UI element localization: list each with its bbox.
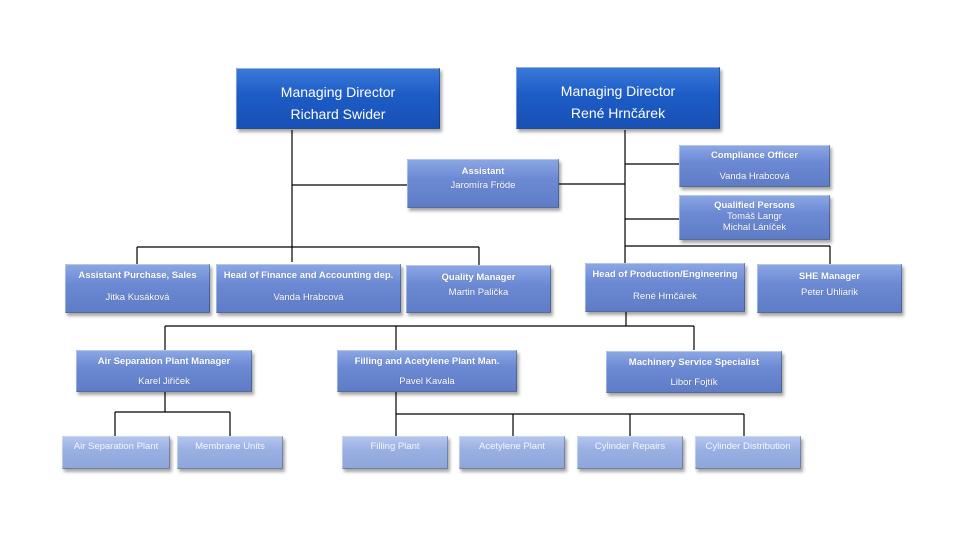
node-person: René Hrnčárek xyxy=(633,291,697,302)
node-membrane-units[interactable]: Membrane Units xyxy=(177,436,283,469)
node-title: Machinery Service Specialist xyxy=(628,357,760,368)
node-person: Vanda Hrabcová xyxy=(273,292,344,303)
node-person: Michal Láníček xyxy=(722,222,787,233)
node-acetylene-plant[interactable]: Acetylene Plant xyxy=(459,436,565,469)
node-title: Head of Production/Engineering xyxy=(592,269,738,280)
node-title: Managing Director xyxy=(280,84,396,100)
node-filling-plant[interactable]: Filling Plant xyxy=(342,436,448,469)
node-air-separation-plant-manager[interactable]: Air Separation Plant Manager Karel Jiřič… xyxy=(76,350,252,392)
node-person: Libor Fojtík xyxy=(670,377,718,388)
node-she-manager[interactable]: SHE Manager Peter Uhliarik xyxy=(757,264,902,313)
node-head-of-production[interactable]: Head of Production/Engineering René Hrnč… xyxy=(585,263,745,312)
node-filling-acetylene-plant-manager[interactable]: Filling and Acetylene Plant Man. Pavel K… xyxy=(337,350,517,392)
node-title: Assistant xyxy=(461,166,505,177)
node-cylinder-repairs[interactable]: Cylinder Repairs xyxy=(577,436,683,469)
node-managing-director-hrncarek[interactable]: Managing Director René Hrnčárek xyxy=(516,67,720,129)
node-machinery-service-specialist[interactable]: Machinery Service Specialist Libor Fojtí… xyxy=(606,351,782,393)
node-person: Karel Jiřiček xyxy=(138,376,190,387)
node-managing-director-swider[interactable]: Managing Director Richard Swider xyxy=(236,68,440,129)
node-person: Martin Palička xyxy=(448,287,509,298)
node-title: Quality Manager xyxy=(441,272,516,283)
node-qualified-persons[interactable]: Qualified Persons Tomáš Langr Michal Lán… xyxy=(679,195,830,240)
node-title: Compliance Officer xyxy=(710,150,799,161)
node-title: Filling and Acetylene Plant Man. xyxy=(354,356,500,367)
node-title: Managing Director xyxy=(560,83,676,99)
node-person: Jaromíra Fröde xyxy=(450,180,516,191)
node-quality-manager[interactable]: Quality Manager Martin Palička xyxy=(406,265,551,313)
node-person: Tomáš Langr xyxy=(727,211,782,222)
node-assistant[interactable]: Assistant Jaromíra Fröde xyxy=(407,159,559,208)
node-air-separation-plant[interactable]: Air Separation Plant xyxy=(62,436,170,469)
node-head-of-finance[interactable]: Head of Finance and Accounting dep. Vand… xyxy=(216,264,401,313)
node-person: Jitka Kusáková xyxy=(105,292,170,303)
node-person: Pavel Kavala xyxy=(399,376,455,387)
node-title: Cylinder Distribution xyxy=(705,441,791,452)
node-title: Membrane Units xyxy=(195,441,265,452)
node-title: Cylinder Repairs xyxy=(594,441,666,452)
node-title: SHE Manager xyxy=(798,271,861,282)
node-cylinder-distribution[interactable]: Cylinder Distribution xyxy=(695,436,801,469)
node-person: Vanda Hrabcová xyxy=(719,171,790,182)
node-title: Filling Plant xyxy=(370,441,420,452)
node-compliance-officer[interactable]: Compliance Officer Vanda Hrabcová xyxy=(679,145,830,187)
node-person: Peter Uhliarik xyxy=(800,287,859,298)
node-title: Air Separation Plant Manager xyxy=(97,356,231,367)
node-person: René Hrnčárek xyxy=(570,105,666,121)
node-person: Richard Swider xyxy=(290,106,386,122)
node-title: Qualified Persons xyxy=(714,200,795,211)
node-title: Head of Finance and Accounting dep. xyxy=(223,270,394,281)
node-title: Assistant Purchase, Sales xyxy=(78,270,197,281)
node-assistant-purchase-sales[interactable]: Assistant Purchase, Sales Jitka Kusáková xyxy=(65,264,210,313)
node-title: Air Separation Plant xyxy=(73,441,159,452)
node-title: Acetylene Plant xyxy=(478,441,545,452)
